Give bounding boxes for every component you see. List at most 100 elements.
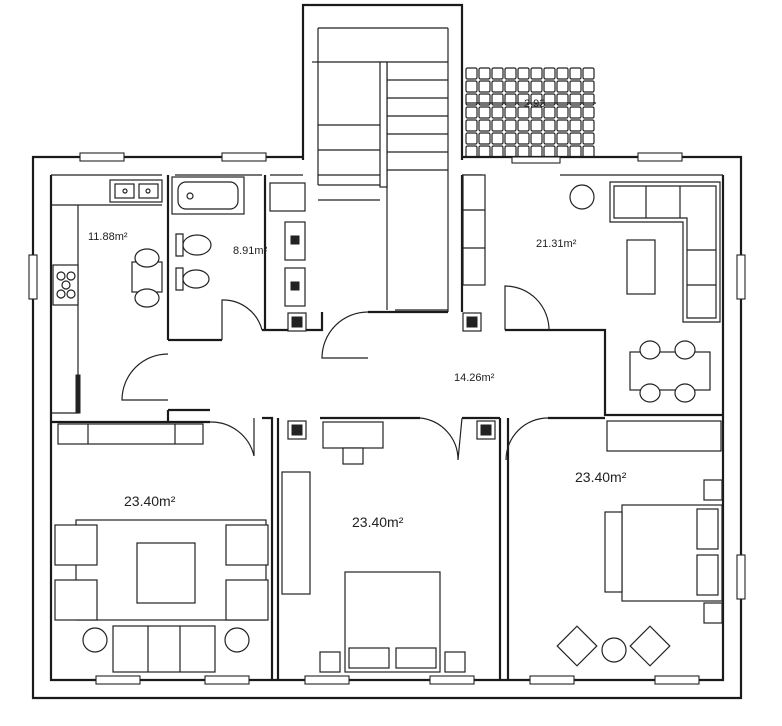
nightstand — [703, 479, 723, 501]
balcony-tile — [582, 145, 595, 158]
balcony-tile — [569, 80, 582, 93]
balcony: 2.93 — [465, 67, 596, 158]
balcony-tile — [530, 67, 543, 80]
outer-walls — [31, 155, 743, 700]
bidet — [175, 267, 184, 291]
balcony-tile — [582, 132, 595, 145]
stair-handrail — [379, 61, 388, 188]
balcony-tile — [543, 93, 556, 106]
wardrobe — [606, 420, 722, 452]
door-room-center — [419, 417, 463, 461]
balcony-tile — [569, 132, 582, 145]
armchair — [225, 579, 269, 621]
balcony-tile — [478, 106, 491, 119]
armchair — [225, 524, 269, 566]
balcony-tile — [465, 106, 478, 119]
window — [654, 675, 700, 685]
balcony-tile — [517, 106, 530, 119]
balcony-tile — [504, 67, 517, 80]
balcony-tile — [582, 93, 595, 106]
balcony-tile — [517, 145, 530, 158]
balcony-tile — [465, 80, 478, 93]
balcony-tile — [491, 80, 504, 93]
balcony-tile — [569, 119, 582, 132]
balcony-tile — [491, 67, 504, 80]
chair — [639, 340, 661, 360]
balcony-tile — [556, 93, 569, 106]
room-left-area: 23.40m² — [124, 493, 176, 509]
balcony-tile — [491, 106, 504, 119]
armchair — [556, 625, 598, 667]
window — [637, 152, 683, 162]
balcony-tile — [543, 132, 556, 145]
interior-walls — [51, 175, 723, 680]
balcony-tile — [543, 119, 556, 132]
nightstand — [444, 651, 466, 673]
balcony-tile — [465, 132, 478, 145]
balcony-tile — [517, 132, 530, 145]
balcony-tile — [556, 145, 569, 158]
doors — [121, 285, 550, 461]
balcony-tile — [465, 67, 478, 80]
balcony-tile — [478, 132, 491, 145]
chair — [674, 340, 696, 360]
balcony-tile — [465, 145, 478, 158]
door-kitchen — [121, 353, 169, 401]
room-left: 23.40m² — [54, 423, 269, 673]
door-entrance — [321, 311, 369, 359]
coffee-table — [626, 239, 656, 295]
living-room-area: 21.31m² — [536, 238, 577, 250]
living-room: 21.31m² — [462, 174, 721, 403]
balcony-tile — [530, 93, 543, 106]
side-table — [82, 627, 108, 653]
nightstand — [319, 651, 341, 673]
bathroom-area: 8.91m² — [233, 245, 268, 257]
room-right: 23.40m² — [556, 420, 723, 667]
room-right-area: 23.40m² — [575, 469, 627, 485]
desk-chair — [342, 447, 364, 465]
windows — [28, 152, 746, 685]
balcony-tile — [517, 119, 530, 132]
balcony-tile — [465, 119, 478, 132]
sofa — [112, 625, 216, 673]
balcony-tile — [530, 80, 543, 93]
balcony-tile — [556, 119, 569, 132]
balcony-tile — [478, 80, 491, 93]
armchair — [629, 625, 671, 667]
balcony-tile — [569, 145, 582, 158]
corner-sofa — [609, 181, 721, 323]
balcony-tile — [582, 106, 595, 119]
balcony-tile — [517, 80, 530, 93]
balcony-tile — [556, 132, 569, 145]
balcony-tile — [569, 67, 582, 80]
desk — [322, 421, 384, 449]
balcony-tile — [504, 80, 517, 93]
balcony-tile — [504, 93, 517, 106]
balcony-tile — [491, 145, 504, 158]
balcony-tile — [530, 106, 543, 119]
toilet — [175, 233, 184, 257]
window — [204, 675, 250, 685]
table — [136, 542, 196, 604]
window — [304, 675, 350, 685]
side-table — [601, 637, 627, 663]
balcony-tile — [582, 80, 595, 93]
balcony-tile — [530, 132, 543, 145]
door-room-left — [209, 418, 255, 457]
balcony-tile — [569, 93, 582, 106]
stairwell — [301, 3, 464, 312]
balcony-tile — [556, 106, 569, 119]
balcony-tile — [465, 93, 478, 106]
balcony-door — [511, 156, 561, 164]
balcony-tile — [543, 145, 556, 158]
dining-table — [629, 351, 711, 391]
balcony-tile — [504, 119, 517, 132]
hall-area: 14.26m² — [454, 372, 495, 384]
balcony-tile — [491, 132, 504, 145]
ducts — [287, 312, 496, 440]
door-bathroom — [221, 299, 263, 340]
balcony-tile — [478, 119, 491, 132]
balcony-tile — [478, 93, 491, 106]
balcony-tile — [556, 80, 569, 93]
window — [28, 254, 38, 300]
